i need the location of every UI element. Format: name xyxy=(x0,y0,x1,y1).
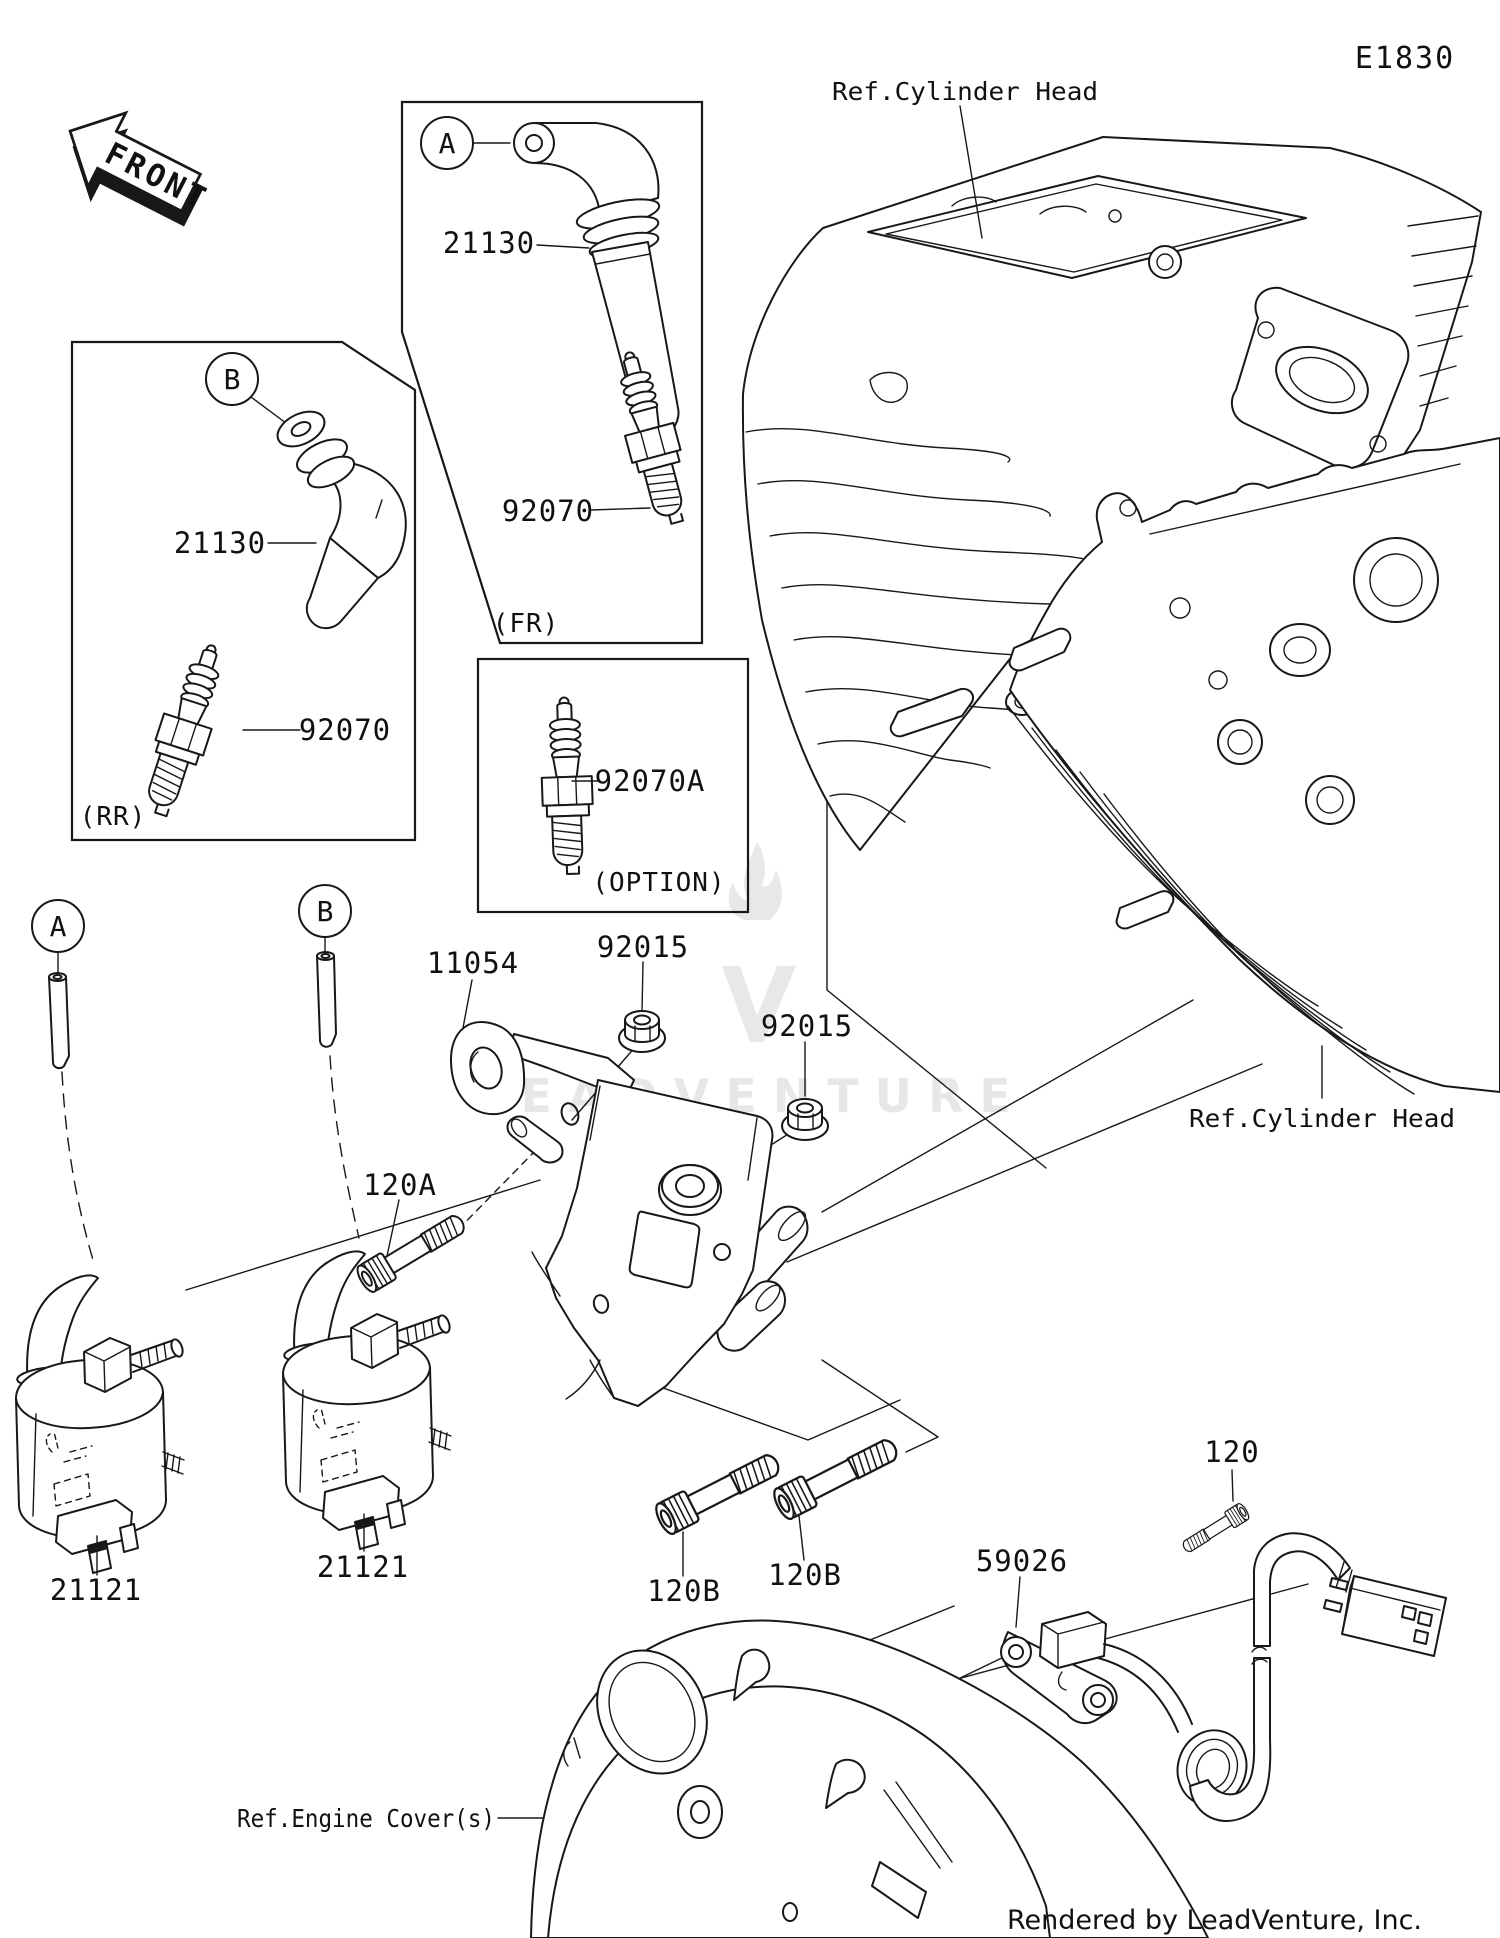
part-21121-1-label: 21121 xyxy=(50,1573,142,1607)
option-caption: (OPTION) xyxy=(592,868,725,898)
rr-caption: (RR) xyxy=(80,802,147,832)
part-59026-label: 59026 xyxy=(976,1544,1068,1578)
part-92015-2-label: 92015 xyxy=(761,1009,853,1043)
callout-b-rr-letter: B xyxy=(224,363,241,396)
option-detail-box: 92070A (OPTION) xyxy=(476,657,750,914)
part-92015-1-label: 92015 xyxy=(597,930,689,964)
bolt-120b-2: 120B xyxy=(768,1431,904,1592)
callout-a-fr-letter: A xyxy=(439,127,456,160)
engine-cover: Ref.Engine Cover(s) xyxy=(237,1619,1209,1938)
front-arrow: FRONT xyxy=(68,110,214,227)
leadventure-flame-icon xyxy=(728,842,782,920)
part-120b-1-label: 120B xyxy=(647,1574,721,1608)
bolt-120b-1: 120B xyxy=(647,1446,786,1608)
part-21130-rr-label: 21130 xyxy=(174,526,266,560)
diagram-code: E1830 xyxy=(1355,41,1455,76)
callout-a-mid-letter: A xyxy=(50,910,67,943)
plug-cap-rr xyxy=(276,410,407,630)
callout-b-mid-letter: B xyxy=(317,895,334,928)
part-120b-2-label: 120B xyxy=(768,1558,842,1592)
part-92070-rr-label: 92070 xyxy=(299,713,391,747)
bracket-11054: 11054 xyxy=(427,946,774,1407)
ref-engine-cover-label: Ref.Engine Cover(s) xyxy=(237,1804,495,1833)
fr-caption: (FR) xyxy=(493,609,560,639)
nut-92015-1: 92015 xyxy=(597,930,689,1053)
cylinder-head-right: Ref.Cylinder Head xyxy=(1007,437,1500,1133)
plug-cap-fr xyxy=(513,122,680,440)
part-120-label: 120 xyxy=(1204,1435,1259,1469)
part-120a-label: 120A xyxy=(363,1168,437,1202)
credit-label: Rendered by LeadVenture, Inc. xyxy=(1007,1905,1422,1936)
bolt-120a: 120A xyxy=(352,1168,471,1296)
rr-detail-box: B 21130 92070 (RR) xyxy=(70,340,417,842)
part-92070-fr-label: 92070 xyxy=(502,494,594,528)
bolt-120: 120 xyxy=(1178,1435,1259,1557)
nut-92015-2: 92015 xyxy=(761,1009,853,1141)
callout-a-mid: A xyxy=(31,899,85,1070)
ignition-coil-1: 21121 xyxy=(15,1274,186,1607)
ref-cylinder-head-top-label: Ref.Cylinder Head xyxy=(832,77,1098,106)
part-21121-2-label: 21121 xyxy=(317,1550,409,1584)
ref-cylinder-head-right-label: Ref.Cylinder Head xyxy=(1189,1104,1455,1133)
leadventure-watermark: LEADVENTURE xyxy=(475,842,1011,1123)
fr-detail-box: A 21130 92070 (FR) xyxy=(400,100,704,645)
part-92070a-label: 92070A xyxy=(595,764,706,798)
callout-b-mid: B xyxy=(298,884,352,1048)
part-21130-fr-label: 21130 xyxy=(443,226,535,260)
ignition-coil-2: 21121 xyxy=(282,1250,453,1584)
leadventure-logo-icon xyxy=(722,966,796,1042)
part-11054-label: 11054 xyxy=(427,946,519,980)
sensor-59026: 59026 xyxy=(899,1532,1447,1823)
